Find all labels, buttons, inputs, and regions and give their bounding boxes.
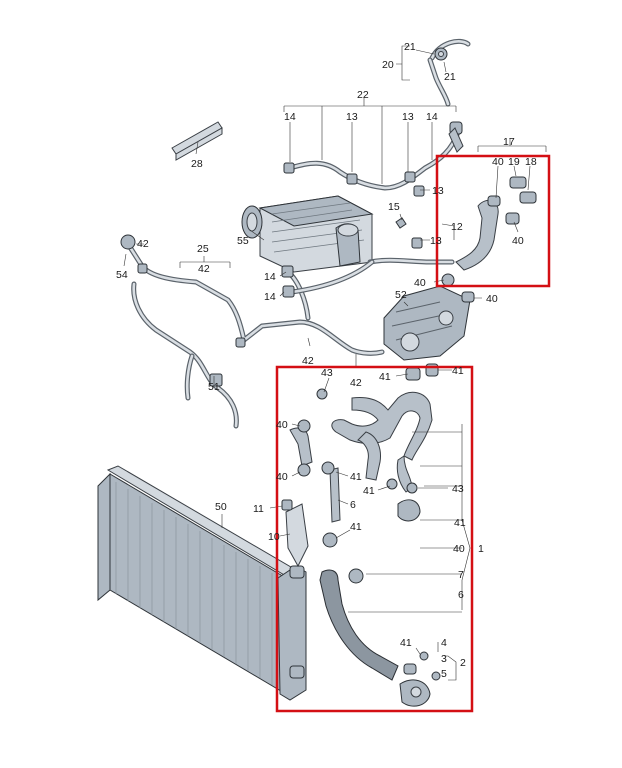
callout-14: 14 [264,271,276,283]
pipe-14-lower [281,259,375,321]
callout-14: 14 [426,111,438,123]
callout-43: 43 [452,483,464,495]
leader-lines [123,45,547,681]
callout-40: 40 [453,543,465,555]
callout-40: 40 [276,471,288,483]
callout-13: 13 [346,111,358,123]
callout-28: 28 [191,158,203,170]
upper-right-hose-assembly [441,176,537,287]
callout-6: 6 [350,499,356,511]
callout-13: 13 [430,235,442,247]
thermostat-housing-52 [383,285,475,361]
callout-41: 41 [379,371,391,383]
callout-1: 1 [478,543,484,555]
callout-17: 17 [503,136,515,148]
callout-55: 55 [237,235,249,247]
callout-41: 41 [454,517,466,529]
callout-4: 4 [441,637,447,649]
callout-10: 10 [268,531,280,543]
callout-20: 20 [382,59,394,71]
highlight-box-upper-right [435,154,551,288]
callout-7: 7 [458,569,464,581]
callout-22: 22 [357,89,369,101]
callout-42: 42 [198,263,210,275]
callout-42: 42 [302,355,314,367]
callout-6: 6 [458,589,464,601]
upper-small-hose-assembly [427,38,471,107]
callout-14: 14 [284,111,296,123]
highlight-box-lower [275,365,474,713]
callout-25: 25 [197,243,209,255]
callout-52: 52 [395,289,407,301]
callout-12: 12 [451,221,463,233]
bracket-10 [281,499,309,568]
callout-40: 40 [486,293,498,305]
lower-hose-assembly [289,363,441,707]
callout-50: 50 [215,501,227,513]
fittings-13-15 [367,185,455,265]
callout-41: 41 [350,471,362,483]
callout-51: 51 [208,381,220,393]
callout-21: 21 [404,41,416,53]
radiator-50 [97,465,307,701]
callout-13: 13 [432,185,444,197]
callout-40: 40 [492,156,504,168]
callout-41: 41 [363,485,375,497]
callout-54: 54 [116,269,128,281]
callout-41: 41 [452,365,464,377]
intercooler-55 [241,195,374,273]
callout-numbers: 21 20 21 22 14 13 13 14 28 17 40 19 18 4… [116,41,537,680]
coolant-pipe-51 [131,281,239,429]
callout-42: 42 [350,377,362,389]
callout-2: 2 [460,657,466,669]
callout-5: 5 [441,668,447,680]
callout-11: 11 [253,503,264,515]
callout-15: 15 [388,201,400,213]
callout-21: 21 [444,71,456,83]
tool-28 [171,121,223,161]
callout-40: 40 [414,277,426,289]
callout-3: 3 [441,653,447,665]
callout-14: 14 [264,291,276,303]
callout-42: 42 [137,238,149,250]
callout-18: 18 [525,156,537,168]
coolant-pipe-25 [120,234,385,356]
callout-40: 40 [276,419,288,431]
callout-43: 43 [321,367,333,379]
callout-41: 41 [400,637,412,649]
callout-19: 19 [508,156,520,168]
callout-40: 40 [512,235,524,247]
callout-13: 13 [402,111,414,123]
callout-41: 41 [350,521,362,533]
